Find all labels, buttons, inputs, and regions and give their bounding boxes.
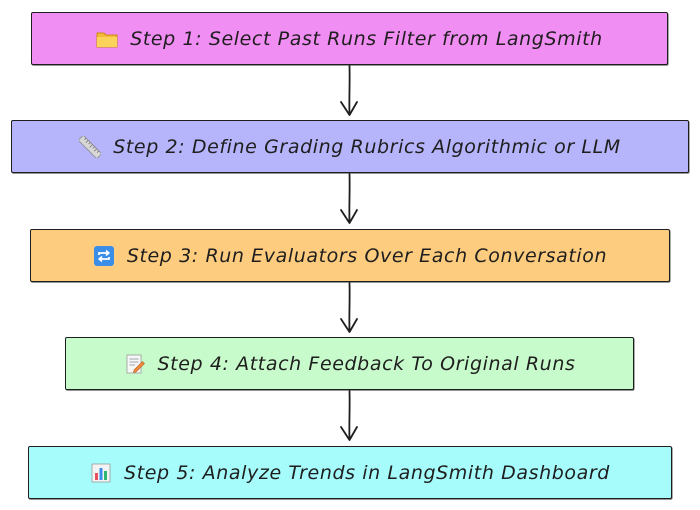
step-box-2: Step 2: Define Grading Rubrics Algorithm…: [11, 120, 689, 173]
step-label: Step 3: Run Evaluators Over Each Convers…: [126, 244, 608, 267]
step-label: Step 4: Attach Feedback To Original Runs: [157, 352, 576, 375]
step-label: Step 1: Select Past Runs Filter from Lan…: [130, 27, 603, 50]
arrow-1-to-2: [340, 65, 358, 116]
step-box-3: Step 3: Run Evaluators Over Each Convers…: [30, 229, 670, 282]
arrow-4-to-5: [340, 390, 358, 441]
folder-icon: [96, 28, 118, 50]
step-box-1: Step 1: Select Past Runs Filter from Lan…: [31, 12, 668, 65]
ruler-icon: [79, 135, 102, 158]
step-label: Step 2: Define Grading Rubrics Algorithm…: [113, 135, 621, 158]
bar-chart-icon: [90, 462, 112, 484]
repeat-icon: [93, 245, 115, 267]
step-label: Step 5: Analyze Trends in LangSmith Dash…: [124, 461, 610, 484]
step-box-5: Step 5: Analyze Trends in LangSmith Dash…: [28, 446, 672, 499]
arrow-2-to-3: [340, 173, 358, 224]
step-box-4: Step 4: Attach Feedback To Original Runs: [65, 337, 634, 390]
memo-icon: [124, 353, 146, 375]
arrow-3-to-4: [340, 282, 358, 333]
